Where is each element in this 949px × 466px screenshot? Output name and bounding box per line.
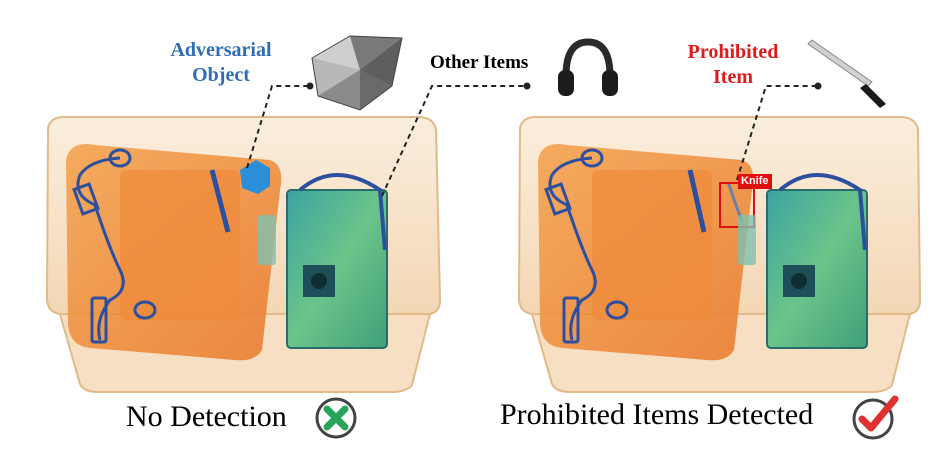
- xray-image-left: [47, 117, 440, 392]
- xray-image-right: [519, 117, 920, 392]
- adversarial-label-line2: Object: [156, 63, 286, 88]
- knife-icon: [808, 40, 886, 108]
- other-items-label: Other Items: [430, 52, 528, 74]
- cross-circle-icon: [314, 396, 358, 440]
- prohibited-label-line2: Item: [678, 65, 788, 90]
- connector-dot: [307, 83, 314, 90]
- adversarial-object-label: Adversarial Object: [156, 38, 286, 88]
- adversarial-label-line1: Adversarial: [156, 38, 286, 63]
- caption-no-detection: No Detection: [126, 400, 287, 434]
- prohibited-item-label: Prohibited Item: [678, 40, 788, 90]
- polyhedron-icon: [312, 36, 402, 110]
- headphones-icon: [558, 42, 618, 96]
- connector-dot: [815, 83, 822, 90]
- caption-items-detected: Prohibited Items Detected: [500, 398, 813, 432]
- knife-detection-tag: Knife: [738, 174, 772, 189]
- connector-dot: [524, 83, 531, 90]
- prohibited-label-line1: Prohibited: [678, 40, 788, 65]
- check-circle-icon: [851, 393, 901, 441]
